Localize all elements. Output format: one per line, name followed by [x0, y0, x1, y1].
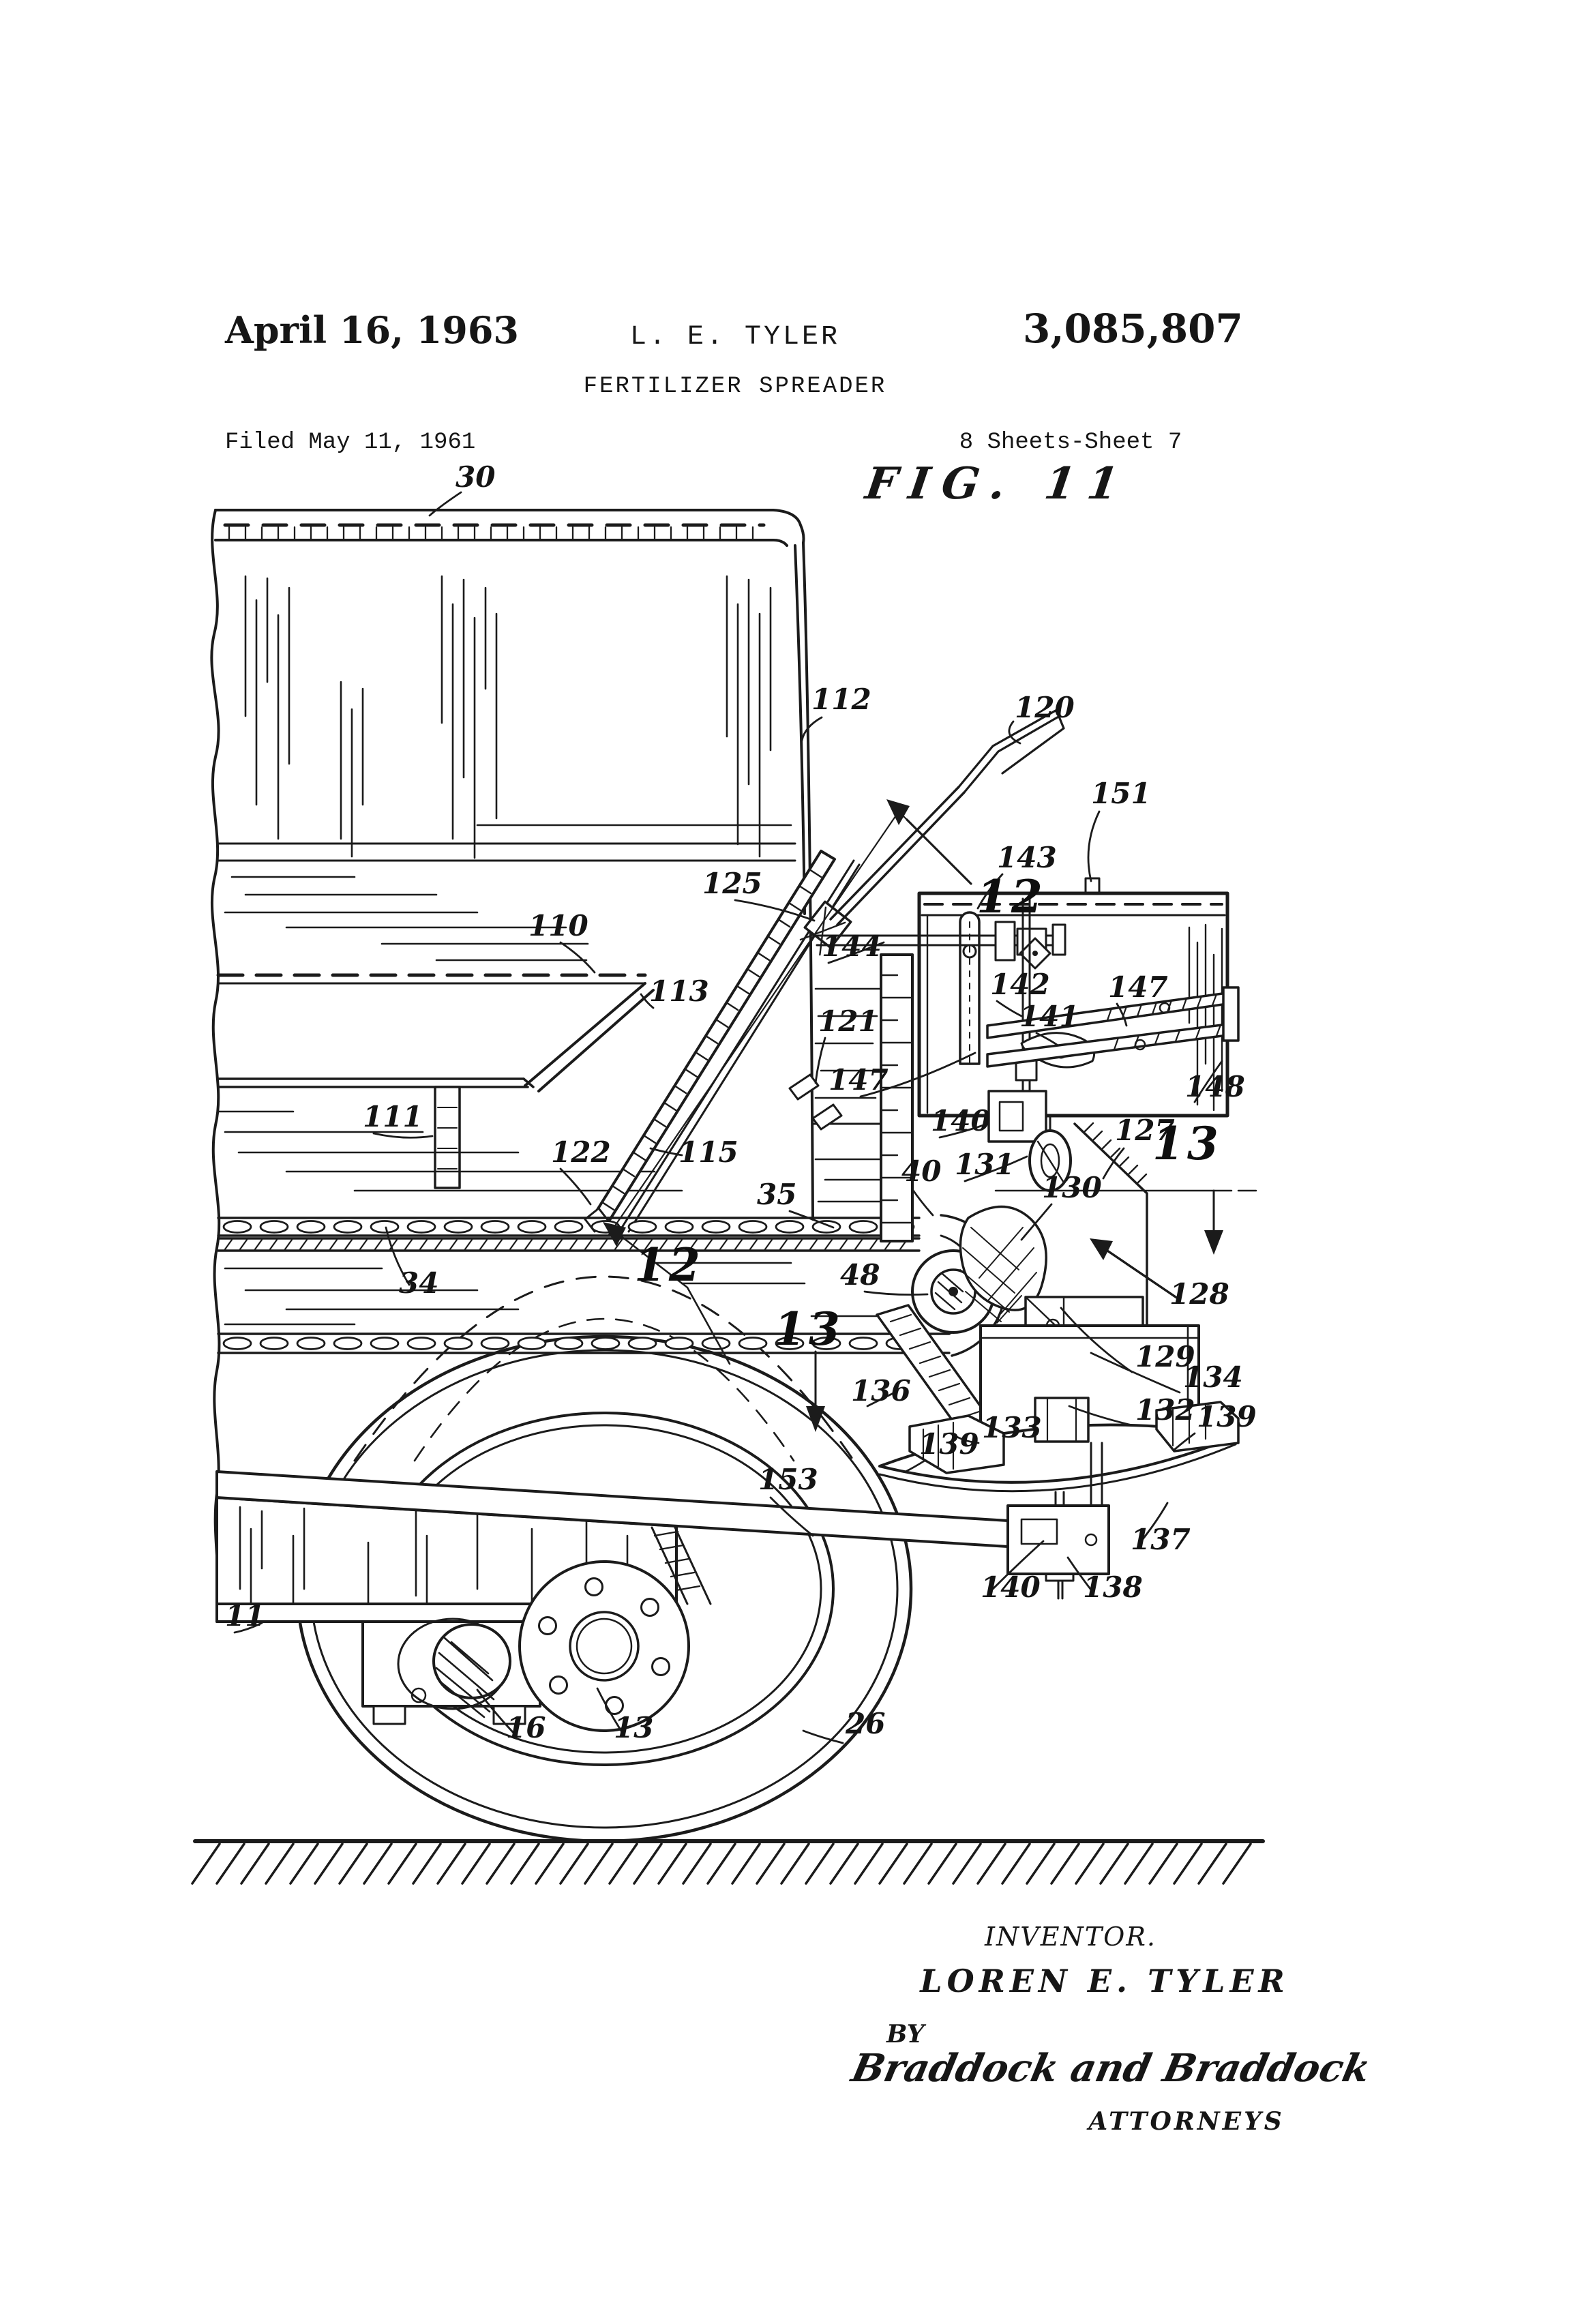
- ref-label-128: 128: [1169, 1277, 1229, 1311]
- ref-label-35: 35: [757, 1178, 796, 1211]
- ref-label-26: 26: [845, 1707, 885, 1740]
- ref-label-16: 16: [506, 1711, 546, 1744]
- section-arrowhead-13-mid: [806, 1406, 825, 1432]
- hub-flange: [518, 1560, 690, 1732]
- filed-date: Filed May 11, 1961: [225, 430, 476, 456]
- ref-label-141: 141: [1019, 1000, 1079, 1033]
- ref-label-12: 12: [634, 1238, 704, 1292]
- ref-label-131: 131: [955, 1148, 1015, 1181]
- inventor-header: L. E. TYLER: [629, 322, 841, 353]
- mechanism-box: [816, 877, 1240, 1327]
- ref-label-143: 143: [997, 841, 1057, 874]
- ref-label-34: 34: [399, 1266, 438, 1300]
- ref-label-48: 48: [840, 1258, 880, 1292]
- spreader-assembly: [876, 1304, 1240, 1600]
- rim-pin: [1084, 877, 1101, 895]
- ref-label-147: 147: [829, 1063, 889, 1097]
- wheel-hidden-outline: [353, 1275, 855, 1462]
- ref-label-148: 148: [1185, 1070, 1245, 1103]
- ref-label-121: 121: [818, 1004, 878, 1038]
- inventor-heading: INVENTOR.: [985, 1922, 1156, 1952]
- ref-label-30: 30: [456, 460, 495, 494]
- chute-corner: [1073, 1122, 1148, 1327]
- ref-label-125: 125: [702, 867, 762, 900]
- ref-label-113: 113: [649, 974, 709, 1008]
- ref-label-144: 144: [822, 929, 882, 963]
- attorneys-label: ATTORNEYS: [1088, 2107, 1285, 2136]
- ref-label-40: 40: [901, 1154, 941, 1188]
- attorney-signature: Braddock and Braddock: [847, 2046, 1375, 2091]
- crank-rod: [829, 786, 966, 926]
- hopper-right-wall: [794, 541, 814, 1221]
- ref-label-147: 147: [1108, 970, 1168, 1004]
- ref-label-110: 110: [528, 909, 588, 942]
- section-arrowhead-12-bottom: [603, 1222, 626, 1247]
- ref-label-134: 134: [1183, 1360, 1243, 1394]
- hopper-broken-edge: [210, 509, 221, 1623]
- conveyor: [217, 1205, 1047, 1357]
- ref-label-129: 129: [1135, 1340, 1195, 1373]
- ref-label-140: 140: [931, 1104, 991, 1137]
- patent-number: 3,085,807: [1023, 306, 1243, 352]
- ratchet-bar: [880, 953, 914, 1242]
- issue-date: April 16, 1963: [225, 308, 519, 352]
- spinner-vane-right: [1155, 1401, 1240, 1452]
- ref-label-115: 115: [678, 1135, 738, 1169]
- spinner-gearbox: [1006, 1504, 1110, 1575]
- ref-label-136: 136: [851, 1374, 911, 1407]
- ref-label-12: 12: [976, 870, 1046, 923]
- invention-title: FERTILIZER SPREADER: [583, 374, 887, 400]
- ref-label-120: 120: [1015, 691, 1075, 724]
- ref-label-112: 112: [811, 683, 871, 716]
- ref-label-140: 140: [981, 1570, 1041, 1604]
- ref-label-138: 138: [1083, 1570, 1143, 1604]
- ref-label-137: 137: [1131, 1523, 1191, 1556]
- ref-label-151: 151: [1091, 777, 1151, 810]
- ref-label-139: 139: [1197, 1400, 1257, 1433]
- ground: [191, 1839, 1265, 1885]
- ref-label-13: 13: [1152, 1117, 1222, 1170]
- ref-label-11: 11: [225, 1599, 265, 1633]
- crank-handle: [957, 709, 1065, 794]
- ref-label-13: 13: [774, 1302, 844, 1356]
- latch-plates: [788, 1073, 843, 1131]
- ref-label-130: 130: [1042, 1171, 1102, 1204]
- hopper: [210, 509, 882, 1623]
- support-tab: [434, 1086, 461, 1189]
- spinner-hub: [1034, 1397, 1090, 1443]
- hanger-bracket: [987, 1090, 1047, 1143]
- spinner-vane-left: [908, 1414, 1005, 1474]
- leader-lines: [233, 491, 1223, 1744]
- direction-arrowhead-128: [1090, 1238, 1113, 1260]
- hopper-shading: [217, 575, 915, 1326]
- section-arrows: [603, 799, 1257, 1432]
- ref-label-133: 133: [982, 1411, 1042, 1444]
- ref-label-132: 132: [1135, 1393, 1195, 1427]
- ref-label-111: 111: [363, 1100, 423, 1133]
- section-arrowhead-12-top: [886, 799, 910, 825]
- sheet-info: 8 Sheets-Sheet 7: [959, 430, 1182, 456]
- ref-label-122: 122: [551, 1135, 611, 1169]
- section-arrowhead-13-right: [1204, 1230, 1223, 1255]
- ref-label-142: 142: [990, 968, 1050, 1001]
- ref-label-127: 127: [1115, 1114, 1175, 1147]
- ref-label-153: 153: [758, 1463, 818, 1496]
- frame: [215, 1442, 1110, 1732]
- ref-label-139: 139: [919, 1427, 979, 1461]
- by-label: BY: [886, 2020, 925, 2049]
- drop-shaft: [1021, 897, 1031, 1120]
- inventor-name: LOREN E. TYLER: [920, 1963, 1289, 1999]
- ref-label-13: 13: [614, 1711, 653, 1744]
- hopper-floor-edge: [524, 982, 655, 1092]
